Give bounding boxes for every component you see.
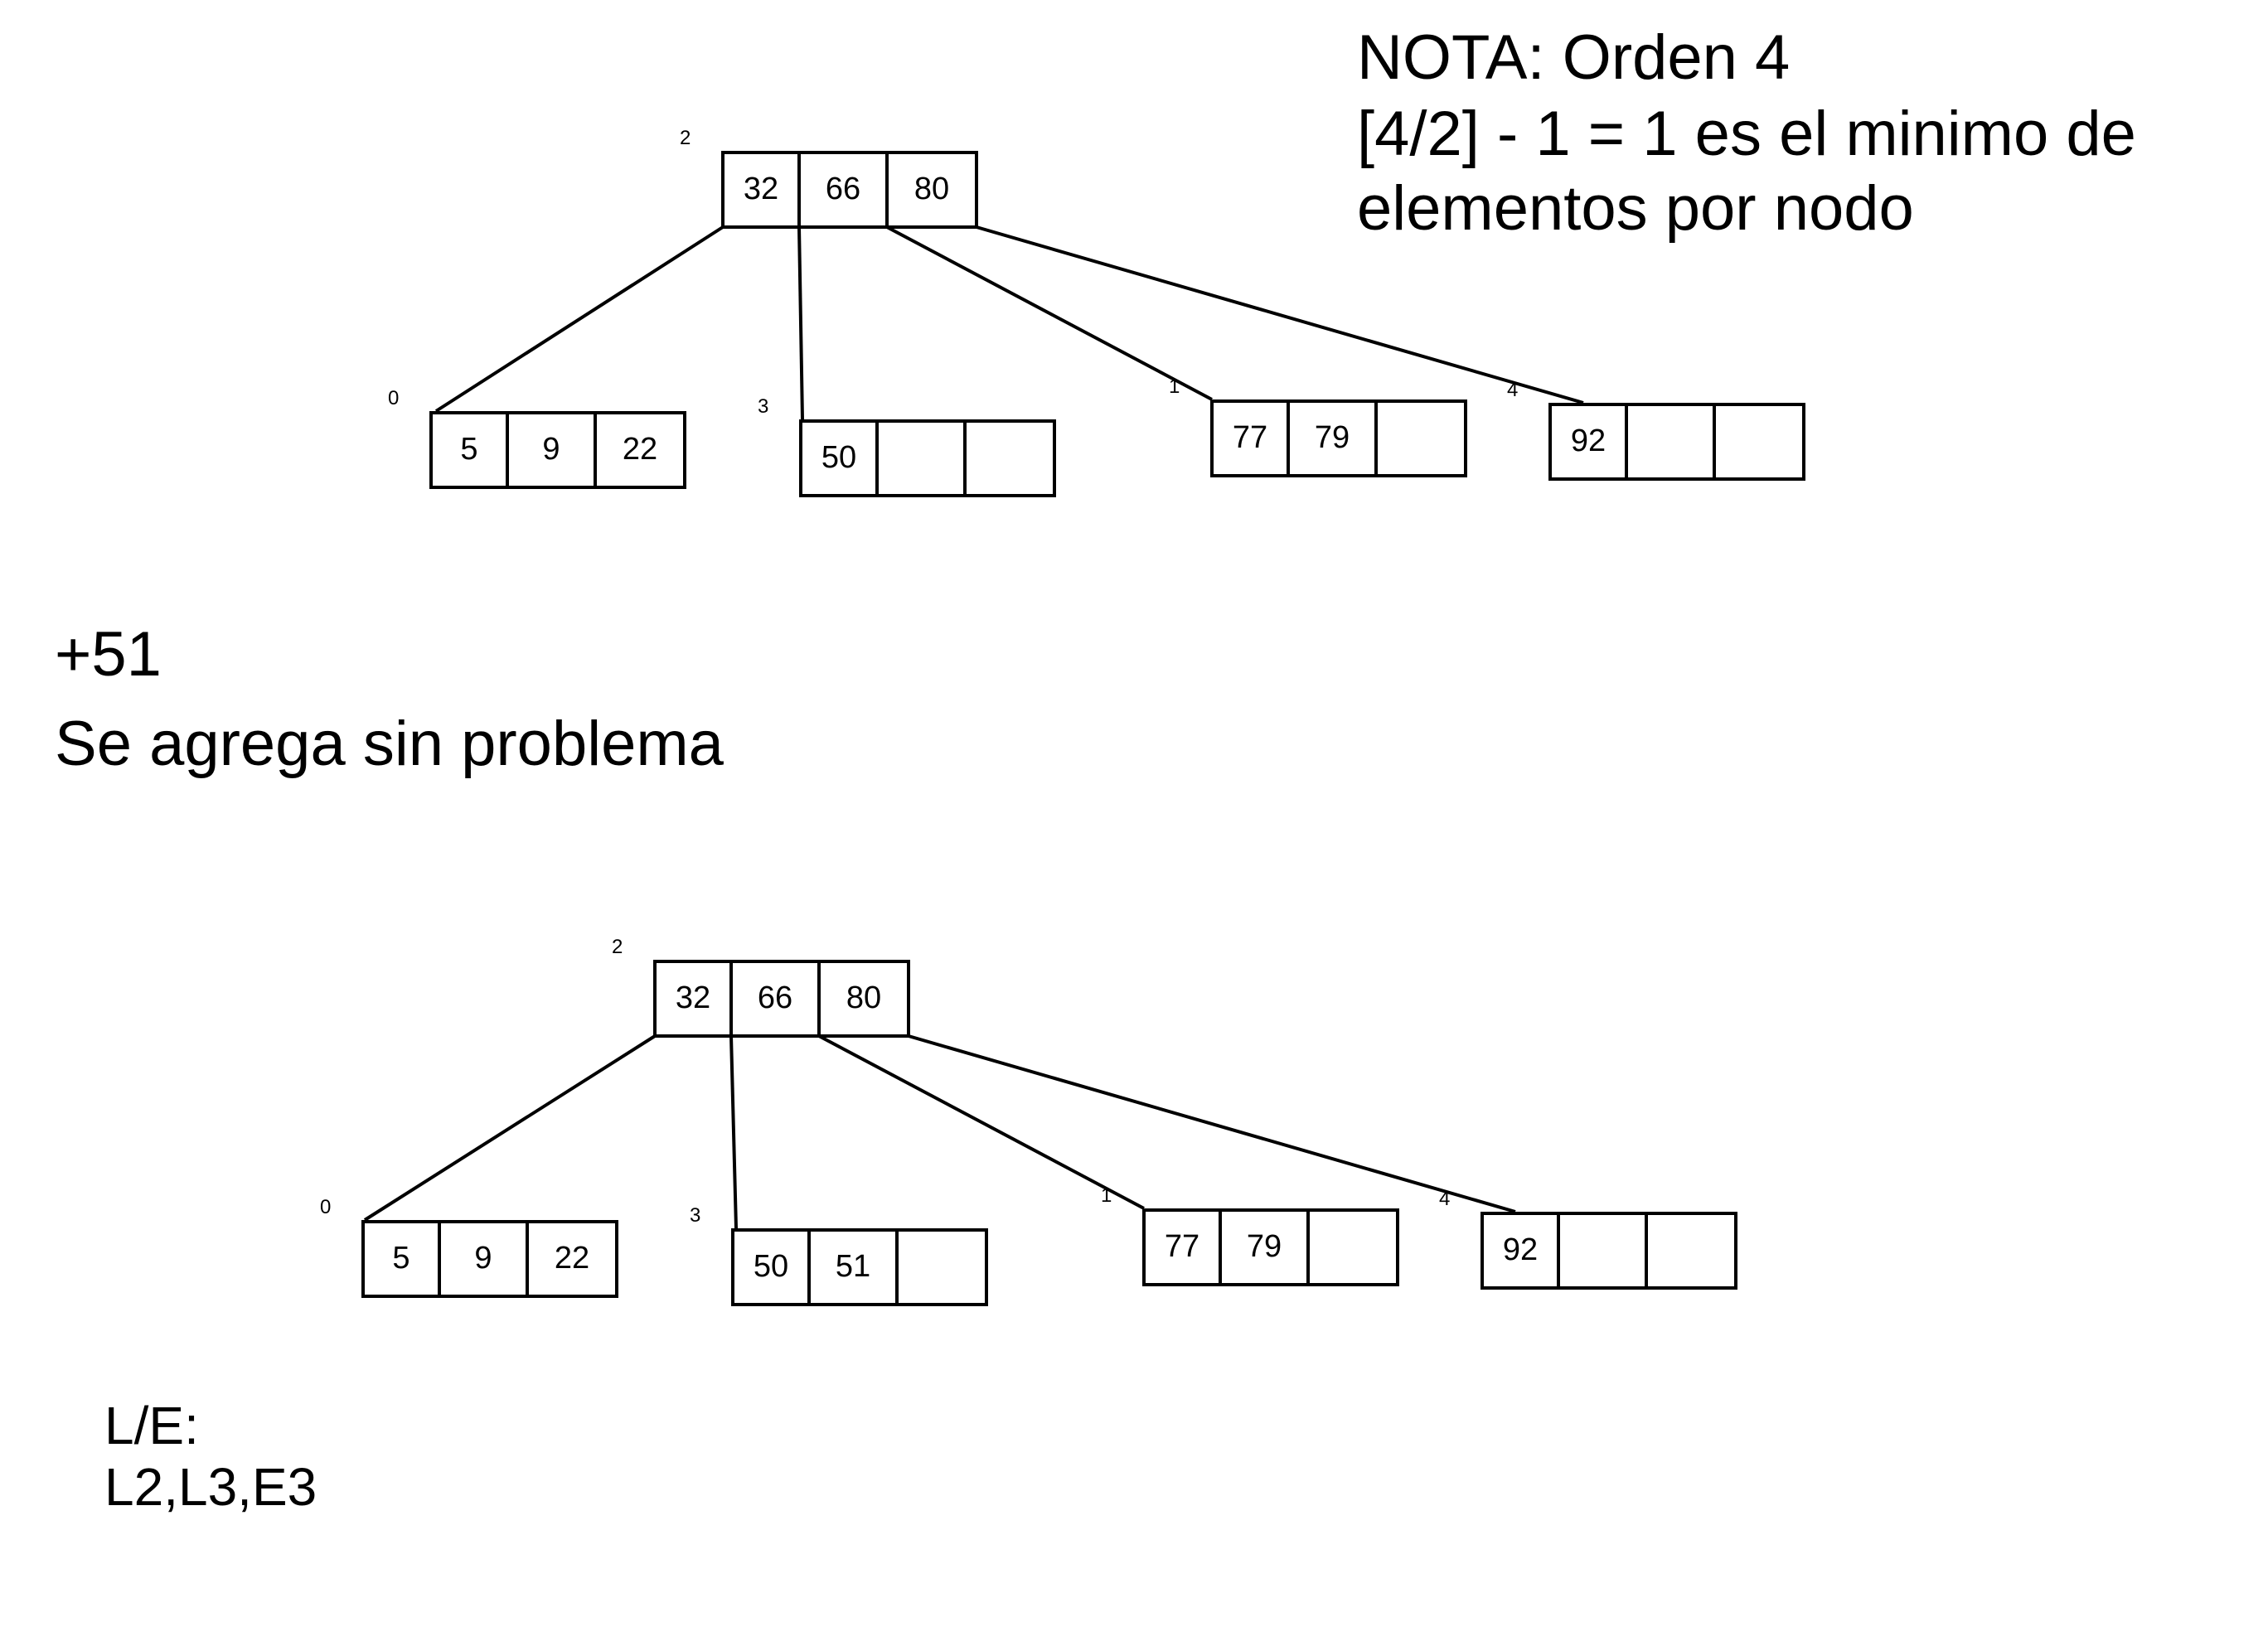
note-line-3: elementos por nodo	[1357, 173, 1914, 244]
key-value: 22	[555, 1241, 589, 1276]
key-cell	[1287, 399, 1378, 477]
key-cell	[895, 1228, 988, 1306]
edge-2-0	[363, 1034, 657, 1222]
key-cell	[429, 411, 509, 489]
key-cell	[438, 1220, 529, 1298]
node-index-label: 3	[758, 395, 768, 418]
key-value: 9	[542, 432, 560, 467]
key-value: 32	[744, 172, 778, 206]
btree-1: 2 32 66 80 0 5 9 22 3 50 1 77 79 4 92	[388, 127, 1805, 497]
key-value: 79	[1315, 420, 1350, 455]
insert-step-description: Se agrega sin problema	[55, 709, 724, 779]
edge-2-1	[818, 1034, 1145, 1210]
key-cell	[1713, 403, 1805, 481]
key-cell	[875, 419, 967, 497]
node-index-label: 3	[690, 1204, 700, 1227]
key-cell	[1625, 403, 1716, 481]
insert-step-label: +51	[55, 619, 162, 690]
key-cell	[1557, 1212, 1648, 1290]
note-line-2: [4/2] - 1 = 1 es el minimo de	[1357, 99, 2136, 169]
key-value: 32	[676, 980, 710, 1015]
key-cell	[799, 419, 879, 497]
edge-2-1	[886, 225, 1213, 401]
key-value: 50	[754, 1249, 788, 1284]
note-line-1: NOTA: Orden 4	[1357, 22, 1791, 93]
node-index-label: 0	[388, 387, 399, 409]
key-cell	[1210, 399, 1290, 477]
key-cell	[885, 151, 978, 229]
key-cell	[526, 1220, 618, 1298]
node-3: 3 50 51	[690, 1204, 988, 1306]
node-index-label: 4	[1507, 379, 1518, 401]
node-index-label: 1	[1169, 375, 1180, 398]
key-value: 79	[1247, 1229, 1282, 1264]
key-cell	[1374, 399, 1467, 477]
node-index-label: 4	[1439, 1188, 1450, 1210]
edge-2-3	[729, 1035, 738, 1229]
key-value: 77	[1233, 420, 1267, 455]
node-1: 1 77 79	[1101, 1184, 1399, 1286]
key-value: 22	[623, 432, 657, 467]
key-cell	[1645, 1212, 1737, 1290]
key-value: 5	[392, 1241, 410, 1276]
key-value: 92	[1571, 424, 1606, 458]
key-value: 80	[914, 172, 949, 206]
node-1: 1 77 79	[1169, 375, 1467, 477]
key-value: 51	[836, 1249, 870, 1284]
node-0: 0 5 9 22	[320, 1196, 618, 1298]
key-value: 92	[1503, 1232, 1538, 1267]
key-cell	[721, 151, 801, 229]
key-cell	[1142, 1208, 1222, 1286]
key-value: 77	[1165, 1229, 1199, 1264]
edge-2-4	[908, 1034, 1516, 1213]
node-2: 2 32 66 80	[680, 127, 978, 229]
key-cell	[594, 411, 686, 489]
key-cell	[963, 419, 1056, 497]
key-value: 80	[846, 980, 881, 1015]
edge-2-3	[797, 226, 804, 420]
le-label: L/E:	[104, 1396, 199, 1455]
edge-2-4	[976, 225, 1584, 404]
node-index-label: 2	[612, 936, 623, 958]
key-cell	[1306, 1208, 1399, 1286]
key-cell	[731, 1228, 811, 1306]
btree-2: 2 32 66 80 0 5 9 22 3 50 51 1 77 79 4 92	[320, 936, 1737, 1306]
node-index-label: 2	[680, 127, 691, 149]
node-0: 0 5 9 22	[388, 387, 686, 489]
key-value: 66	[758, 980, 792, 1015]
le-operations: L2,L3,E3	[104, 1457, 317, 1517]
key-value: 66	[826, 172, 860, 206]
key-value: 5	[460, 432, 477, 467]
node-index-label: 1	[1101, 1184, 1112, 1207]
key-value: 9	[474, 1241, 492, 1276]
node-4: 4 92	[1439, 1188, 1737, 1290]
key-cell	[817, 960, 910, 1038]
key-value: 50	[821, 440, 856, 475]
node-3: 3 50	[758, 395, 1056, 497]
edge-2-0	[434, 225, 724, 413]
node-4: 4 92	[1507, 379, 1805, 481]
node-2: 2 32 66 80	[612, 936, 910, 1038]
node-index-label: 0	[320, 1196, 331, 1218]
